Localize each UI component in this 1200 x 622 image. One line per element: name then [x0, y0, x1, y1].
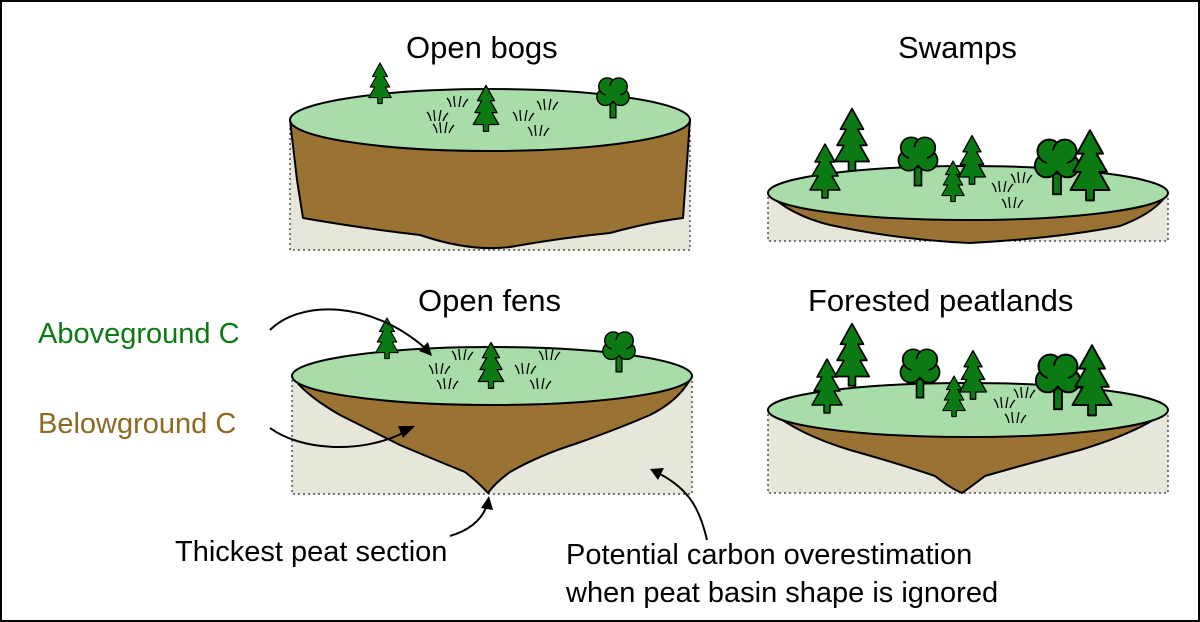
conifer-tree-icon [809, 143, 841, 199]
belowground-label: Belowground C [38, 408, 237, 440]
arrowhead-icon [481, 496, 493, 510]
belowground-arrow [269, 427, 406, 449]
open-bogs-title: Open bogs [406, 30, 558, 65]
conifer-tree-icon [368, 62, 392, 105]
overestimation-label-line1: Potential carbon overestimation [566, 539, 973, 571]
open-fens-panel [291, 317, 693, 495]
swamps-panel [767, 107, 1169, 244]
arrowhead-icon [398, 426, 415, 438]
annotation-arrows [269, 308, 708, 541]
open-fens-title: Open fens [418, 283, 562, 318]
thickest-peat-label: Thickest peat section [175, 536, 448, 568]
conifer-tree-icon [833, 322, 871, 387]
conifer-tree-icon [957, 134, 987, 185]
aboveground-arrow [269, 308, 426, 349]
forested-peatlands-panel [767, 322, 1169, 494]
overestimation-arrow [659, 473, 708, 541]
forested-peatlands-title: Forested peatlands [808, 283, 1074, 318]
aboveground-label: Aboveground C [38, 318, 240, 350]
conifer-tree-icon [1069, 129, 1111, 202]
arrowhead-icon [650, 468, 664, 480]
arrowhead-icon [419, 342, 432, 356]
conifer-tree-icon [1071, 344, 1113, 417]
swamps-title: Swamps [898, 30, 1017, 65]
overestimation-label-line2: when peat basin shape is ignored [566, 577, 999, 609]
conifer-tree-icon [958, 349, 988, 400]
conifer-tree-icon [833, 107, 871, 172]
open-bogs-panel [289, 62, 691, 251]
conifer-tree-icon [811, 358, 843, 414]
thickest-arrow [449, 504, 488, 537]
